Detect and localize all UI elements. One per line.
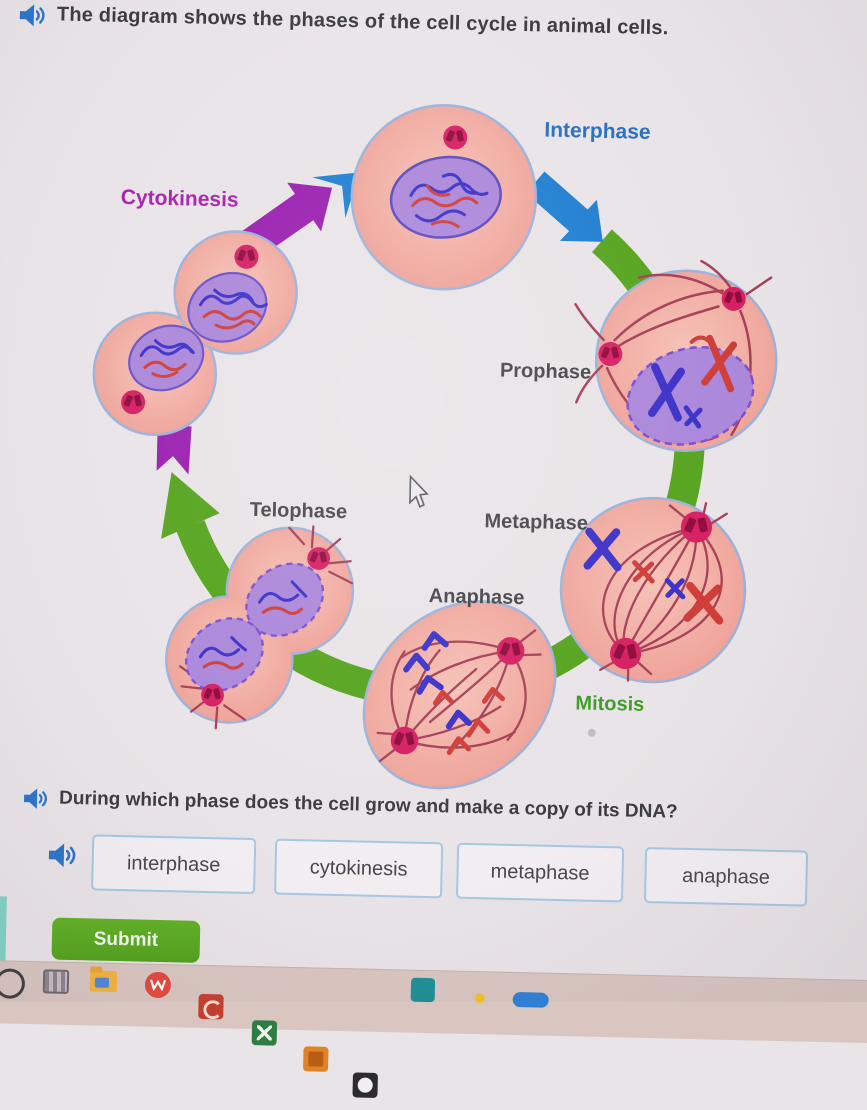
answer-button-anaphase[interactable]: anaphase xyxy=(643,846,809,907)
speaker-icon[interactable] xyxy=(48,841,79,869)
red-app-icon[interactable] xyxy=(144,971,172,999)
cytokinesis-to-interphase-arrow xyxy=(240,182,333,260)
label-prophase: Prophase xyxy=(499,359,592,384)
taskbar xyxy=(0,959,867,1098)
powerpoint-icon[interactable] xyxy=(198,993,224,1020)
mouse-cursor xyxy=(409,474,429,508)
screen-content: The diagram shows the phases of the cell… xyxy=(0,0,867,1042)
blue-chevron-arrow xyxy=(312,172,360,219)
label-telophase: Telophase xyxy=(249,498,348,524)
search-ring-icon[interactable] xyxy=(0,968,26,999)
label-anaphase: Anaphase xyxy=(428,585,525,610)
answer-button-metaphase[interactable]: metaphase xyxy=(455,842,625,903)
label-interphase: Interphase xyxy=(544,118,651,144)
excel-icon[interactable] xyxy=(251,1020,278,1046)
orange-app-icon[interactable] xyxy=(303,1046,329,1072)
answer-button-interphase[interactable]: interphase xyxy=(91,834,257,895)
label-cytokinesis: Cytokinesis xyxy=(120,185,239,212)
cytokinesis-purple-arrow-tail xyxy=(156,421,192,475)
task-view-icon[interactable] xyxy=(42,969,70,994)
telophase-cell xyxy=(165,525,355,730)
dust-speck xyxy=(587,728,596,737)
label-mitosis: Mitosis xyxy=(575,692,645,716)
speaker-icon[interactable] xyxy=(23,787,50,811)
prophase-cell xyxy=(574,259,778,453)
blue-pill-icon[interactable] xyxy=(512,992,549,1008)
interphase-exit-arrow xyxy=(525,171,603,242)
dark-app-icon[interactable] xyxy=(352,1072,378,1098)
teal-app-icon[interactable] xyxy=(410,977,436,1003)
mitosis-green-arrow xyxy=(161,229,705,708)
label-metaphase: Metaphase xyxy=(484,510,589,535)
submit-button[interactable]: Submit xyxy=(51,917,201,963)
answer-button-cytokinesis[interactable]: cytokinesis xyxy=(274,838,444,899)
cytokinesis-cells xyxy=(92,230,298,436)
w-glyph-icon xyxy=(149,979,167,992)
interphase-cell xyxy=(350,103,538,291)
file-explorer-icon[interactable] xyxy=(89,970,118,993)
